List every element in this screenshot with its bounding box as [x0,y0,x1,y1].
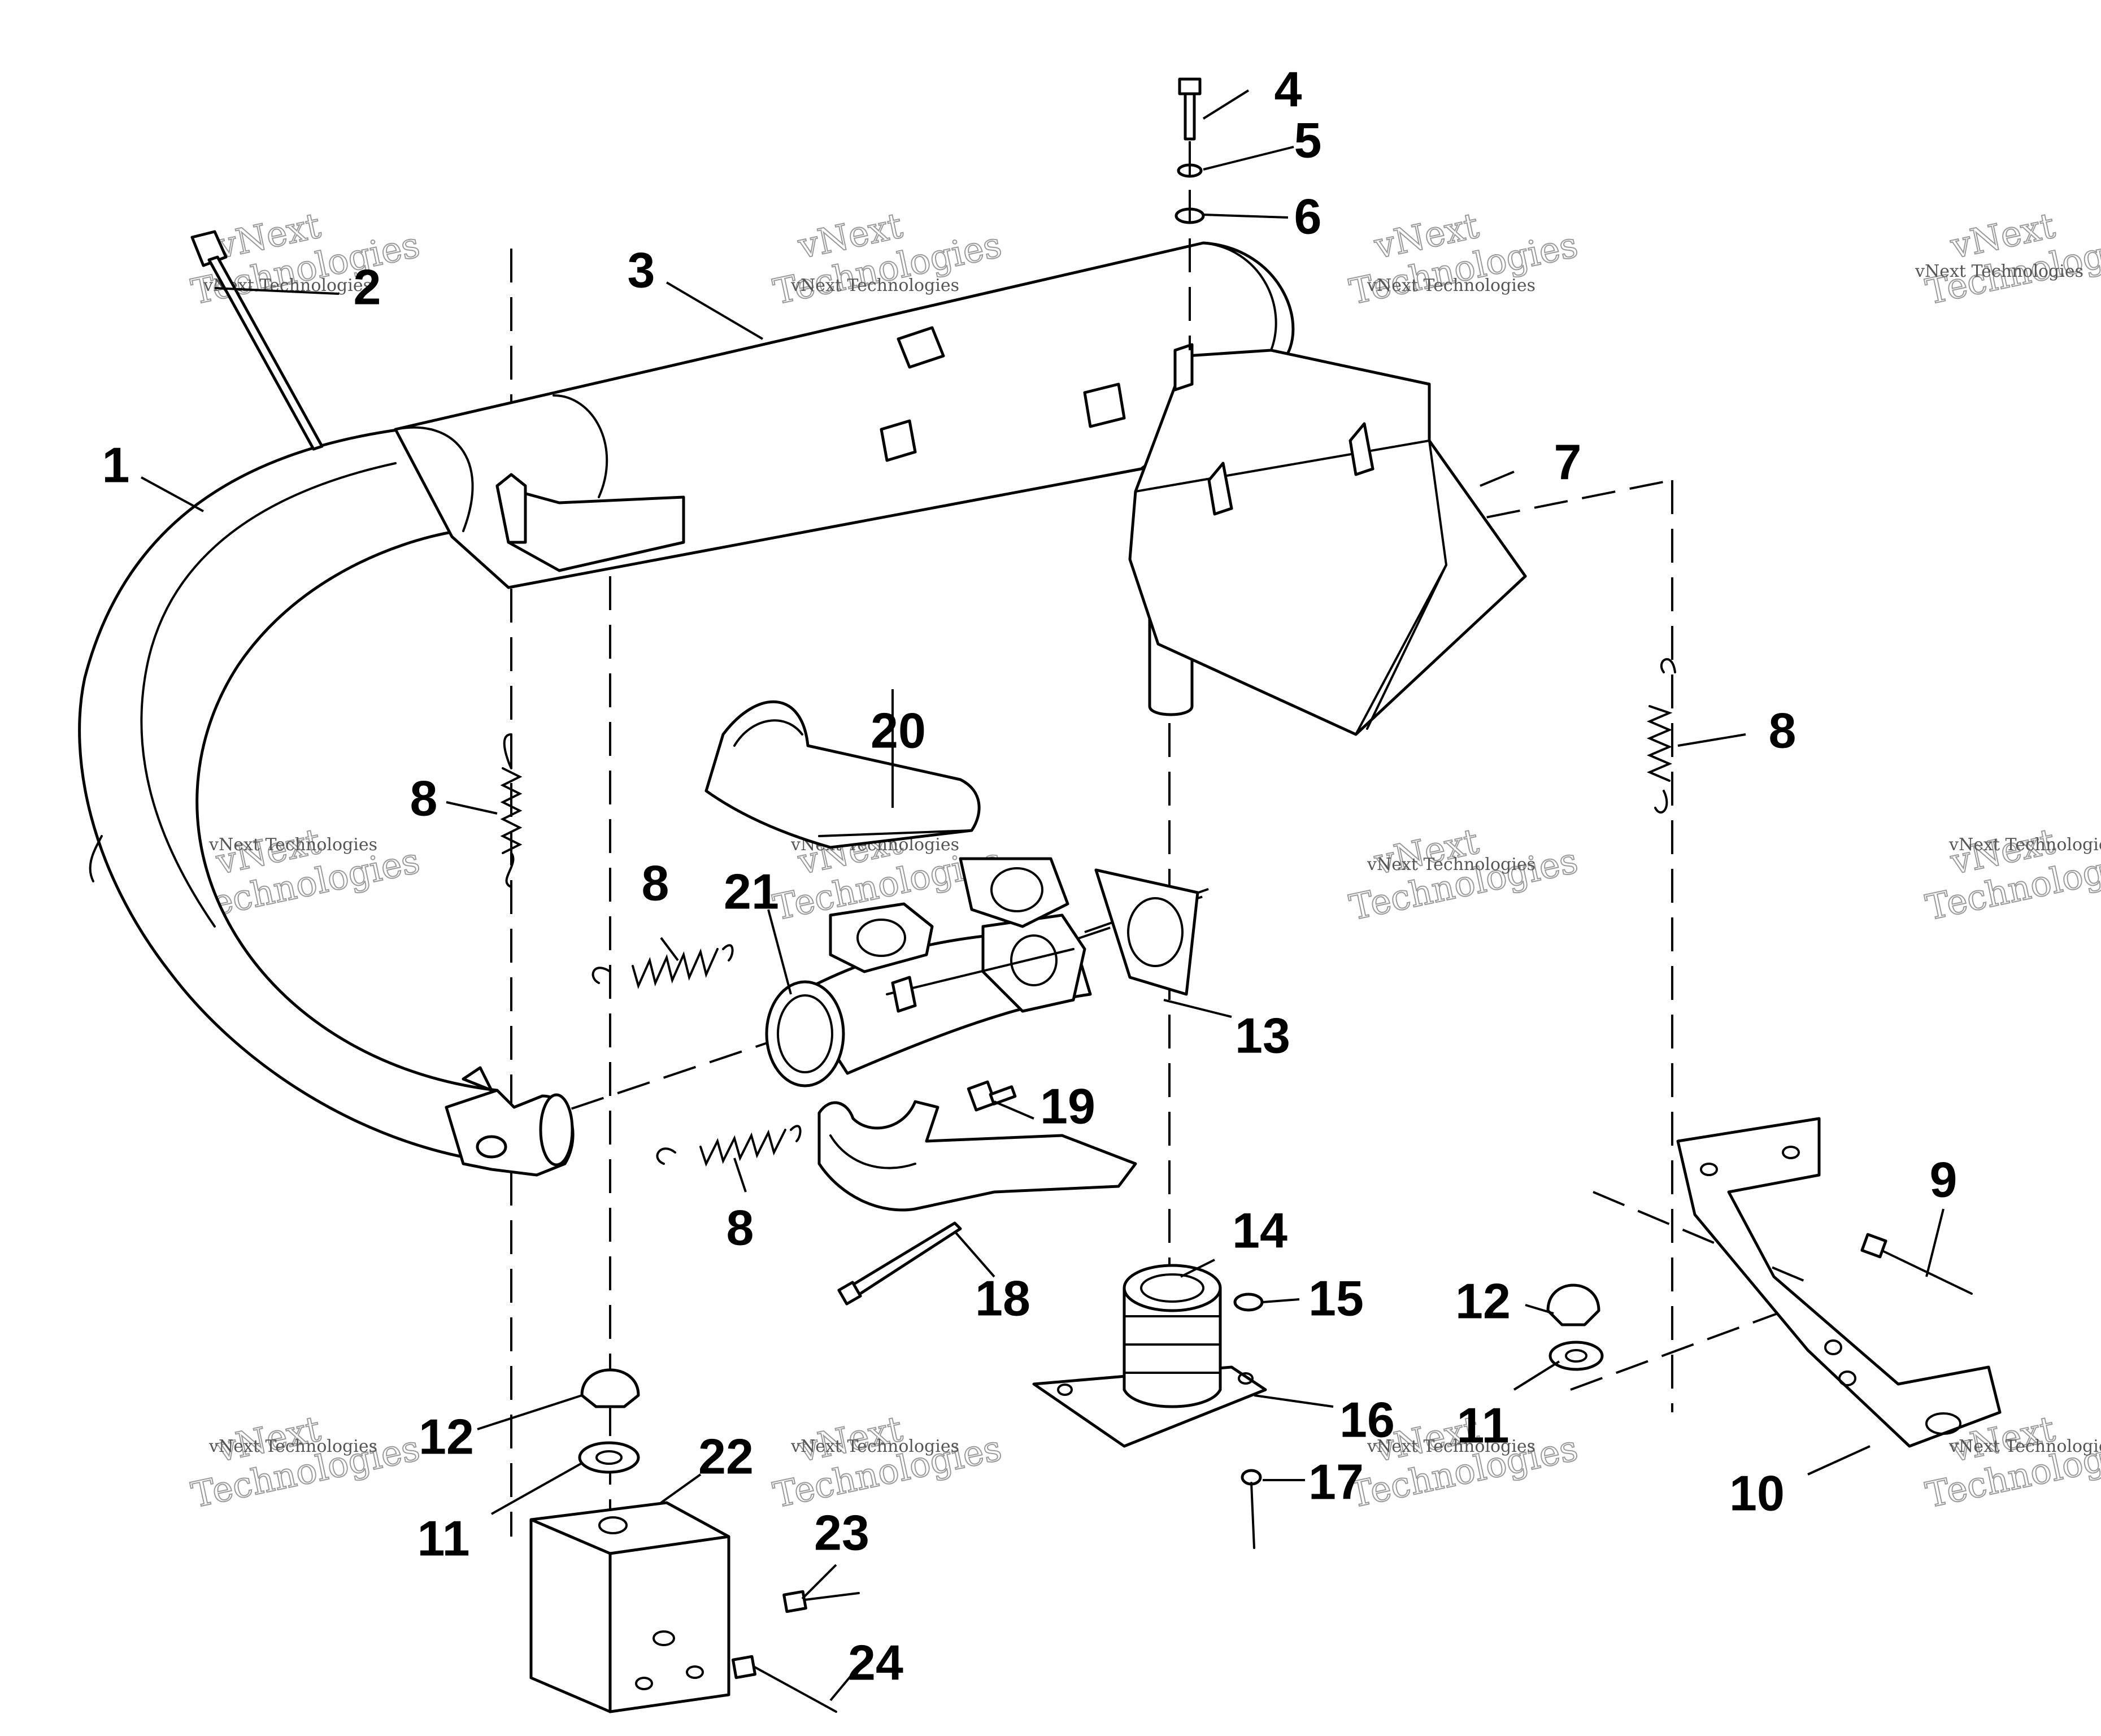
lower-shield [817,1100,1137,1212]
part-12-grommet-right [1546,1283,1600,1326]
watermark-small: vNext Technologies [1367,1437,1535,1456]
part-8-spring-lower [656,1125,802,1167]
part-4-bolt [1178,77,1202,141]
part-21-manifold [765,902,1092,1087]
callout-numbers: 1 2 3 4 5 6 7 8 8 8 8 9 10 11 11 12 12 1… [102,61,1958,1690]
watermark-small: vNext Technologies [1367,276,1535,295]
watermark-small: vNext Technologies [1948,835,2101,855]
part-2-cable-tie [190,230,324,451]
callout-17: 17 [1308,1454,1364,1509]
watermark: vNext Technologies [1921,204,2101,313]
callout-8-lower: 8 [727,1199,754,1255]
callout-20: 20 [871,702,926,758]
callout-10: 10 [1729,1465,1785,1521]
watermark-small: vNext Technologies [208,1437,377,1456]
leader-lines [141,89,1945,1702]
callout-19: 19 [1040,1078,1095,1134]
callout-11-right: 11 [1456,1397,1509,1453]
part-1-exhaust-pipe [78,428,575,1177]
part-24-rivet [731,1655,837,1713]
callout-18: 18 [975,1270,1030,1326]
part-23-rivet [782,1590,860,1613]
watermark-small: vNext Technologies [208,835,377,855]
part-17-rivet [1241,1469,1262,1549]
callout-3: 3 [628,242,655,298]
part-9-rivet [1860,1233,1973,1295]
callout-23: 23 [814,1504,869,1560]
callout-7: 7 [1554,434,1582,490]
callout-8-left: 8 [410,770,438,826]
callout-5: 5 [1294,112,1322,168]
part-18-cable-tie [837,1221,962,1306]
watermark-small: vNext Technologies [1915,262,2083,281]
callout-12-right: 12 [1455,1273,1511,1329]
callout-1: 1 [102,437,130,493]
callout-16: 16 [1339,1391,1395,1447]
part-19-bolt [967,1080,1017,1112]
part-10-bracket [1676,1117,2002,1448]
part-20-upper-shield [704,700,981,849]
part-8-spring-middle [591,944,734,989]
callout-6: 6 [1294,188,1322,244]
callout-8-middle: 8 [642,855,669,911]
part-7-heat-shield [1128,343,1527,736]
watermark-small: vNext Technologies [790,1437,959,1456]
callout-24: 24 [848,1634,903,1690]
part-15-washer [1233,1293,1264,1312]
part-14-grommet [1123,1264,1222,1408]
part-11-washer-left [578,1441,640,1474]
callout-22: 22 [698,1428,754,1484]
callout-21: 21 [724,863,779,919]
part-11-washer-right [1548,1341,1604,1371]
watermark: vNext Technologies [1921,820,2101,929]
callout-12-left: 12 [419,1408,474,1464]
callout-4: 4 [1274,61,1302,117]
callout-9: 9 [1930,1151,1958,1207]
part-8-spring-right [1646,658,1676,813]
callout-14: 14 [1232,1202,1287,1258]
part-22-bracket [529,1501,730,1713]
part-8-spring-left [500,733,523,888]
callout-13: 13 [1235,1007,1290,1063]
watermark-small: vNext Technologies [790,276,959,295]
part-12-grommet-left [580,1368,640,1408]
watermark-small: vNext Technologies [1948,1437,2101,1456]
callout-15: 15 [1308,1270,1364,1326]
callout-11-left: 11 [417,1510,469,1566]
callout-8-right: 8 [1769,702,1796,758]
watermark-small: vNext Technologies [1367,855,1535,874]
callout-2: 2 [354,259,381,315]
part-13-gasket [959,857,1199,996]
